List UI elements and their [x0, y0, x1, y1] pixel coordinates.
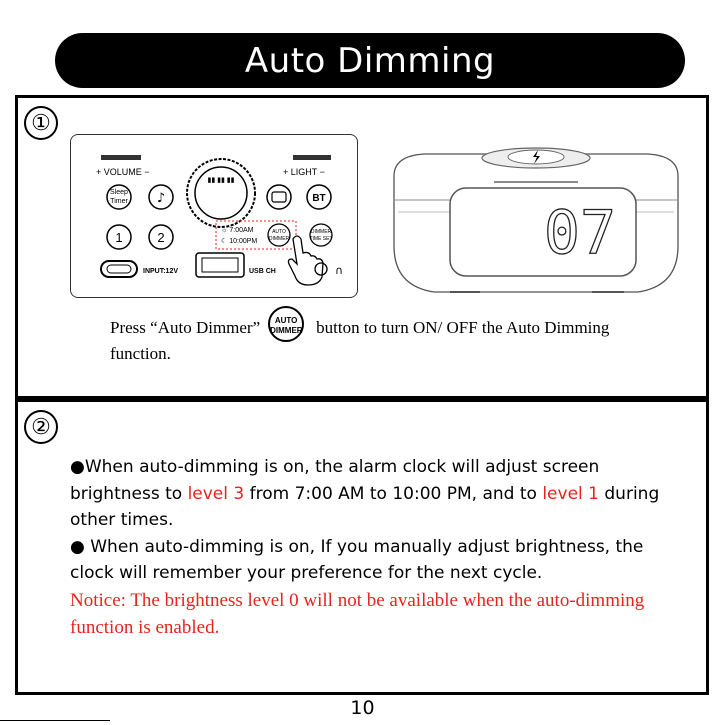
svg-text:☼ 7:00AM: ☼ 7:00AM	[221, 227, 254, 234]
svg-text:USB CH: USB CH	[249, 268, 276, 275]
light-label: + LIGHT −	[283, 167, 325, 177]
bullet-2: ● When auto-dimming is on, If you manual…	[70, 536, 644, 584]
step-2-panel: ② ●When auto-dimming is on, the alarm cl…	[15, 399, 709, 695]
bullet-1: ●When auto-dimming is on, the alarm cloc…	[70, 457, 660, 530]
alarm-1-button[interactable]	[106, 224, 132, 250]
svg-text:BT: BT	[312, 193, 325, 204]
svg-text:Sleep: Sleep	[110, 189, 128, 196]
sleep-timer-button[interactable]	[106, 184, 132, 210]
volume-label: + VOLUME −	[96, 167, 150, 177]
radio-icon	[271, 191, 287, 203]
notice-text: Notice: The brightness level 0 will not …	[70, 589, 645, 638]
hand-pointer-icon	[287, 235, 324, 286]
page-title: Auto Dimming	[55, 33, 685, 88]
svg-text:AUTO: AUTO	[272, 229, 286, 235]
bullet-icon: ●	[70, 536, 91, 557]
power-input-port	[100, 260, 138, 278]
instruction-text-before: Press “Auto Dimmer”	[110, 318, 261, 337]
step-1-number: ①	[24, 106, 58, 140]
step-2-body: ●When auto-dimming is on, the alarm cloc…	[70, 454, 680, 641]
control-panel-drawing: + VOLUME − + LIGHT − Sleep Timer ♪ ▮▮ ▮▮…	[96, 155, 343, 286]
headphone-icon: ∩	[335, 264, 343, 277]
highlight-box	[215, 220, 297, 250]
step-1-panel: ① + VOLUME − + LIGHT − Sleep Timer ♪ ▮▮ …	[15, 95, 709, 399]
control-panel-illustration: + VOLUME − + LIGHT − Sleep Timer ♪ ▮▮ ▮▮…	[70, 134, 358, 298]
bt-button[interactable]	[306, 184, 332, 210]
svg-text:INPUT:12V: INPUT:12V	[143, 268, 178, 275]
auto-dimmer-button[interactable]	[267, 223, 291, 247]
svg-text:▮▮ ▮▮ ▮▮: ▮▮ ▮▮ ▮▮	[207, 177, 234, 184]
alarm-clock-illustration: 07	[393, 147, 679, 293]
svg-text:2: 2	[157, 230, 164, 245]
bullet-icon: ●	[70, 457, 85, 477]
level-1-text: level 1	[542, 483, 599, 504]
svg-text:DIMMER: DIMMER	[269, 236, 290, 242]
level-3-text: level 3	[187, 483, 245, 504]
page-number: 10	[350, 697, 375, 719]
alarm-2-button[interactable]	[148, 224, 174, 250]
footer-rule	[0, 720, 110, 721]
usb-port	[195, 252, 245, 278]
svg-text:TIME SET: TIME SET	[309, 236, 332, 242]
dimmer-time-set-button[interactable]	[309, 223, 333, 247]
music-note-icon: ♪	[157, 191, 165, 206]
svg-text:1: 1	[115, 230, 122, 245]
instruction-text-after: button to turn ON/ OFF the Auto Dimming …	[110, 318, 610, 364]
lightning-icon	[533, 150, 540, 164]
main-dial[interactable]	[186, 158, 256, 228]
music-button[interactable]	[148, 184, 174, 210]
clock-display	[449, 187, 637, 277]
svg-text:Timer: Timer	[110, 198, 128, 205]
clock-digits: 07	[544, 198, 616, 268]
svg-text:☾ 10:00PM: ☾ 10:00PM	[221, 237, 257, 245]
aux-port	[314, 262, 328, 276]
step-2-number: ②	[24, 410, 58, 444]
radio-button[interactable]	[266, 184, 292, 210]
svg-text:DIMMER: DIMMER	[311, 229, 332, 235]
